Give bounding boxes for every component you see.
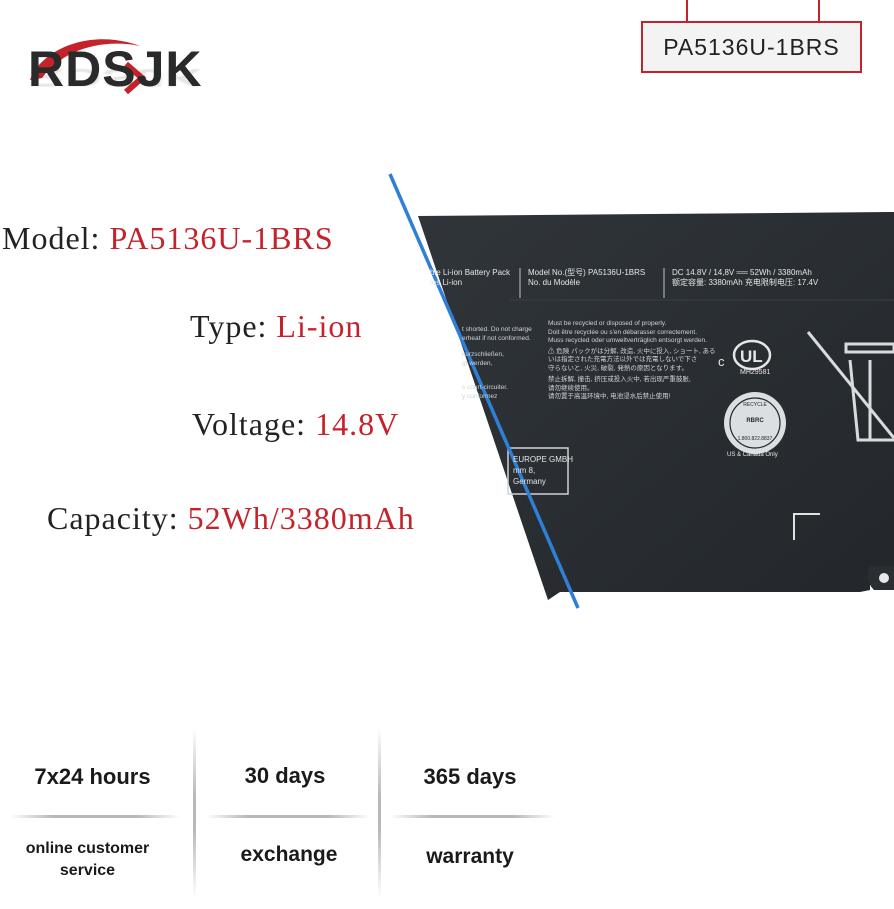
rbrc-top: RECYCLE [743, 402, 767, 408]
pack-text: ble Li-ion Battery Pack [430, 268, 511, 277]
recycle-line: Doit être recyclée ou s'en débarasser co… [548, 328, 698, 336]
service-warranty: 365 days [378, 764, 562, 790]
service-support-line: online customer [25, 840, 150, 857]
crossed-bin-icon [806, 331, 894, 442]
service-hdivider [390, 815, 555, 818]
service-hdivider [206, 815, 370, 818]
model-no-block: Model No.(型号) PA5136U-1BRS No. du Modèle [528, 268, 645, 288]
logo-text: RDSJK [28, 41, 203, 97]
cn-line: 请勿置于高温环境中, 电池浸水后禁止使用! [548, 393, 671, 400]
ul-mark-icon: c UL [718, 339, 772, 371]
spec-voltage-key: Voltage: [192, 406, 316, 442]
logo-swoosh-icon [30, 39, 147, 95]
divider-line [388, 173, 580, 609]
battery-label: ble Li-ion Battery Pack les Li-ion [430, 268, 510, 288]
europe-line: Germany [513, 477, 546, 486]
service-exchange-title: 30 days [244, 763, 326, 788]
pack-text-fr: les Li-ion [430, 278, 463, 287]
recycle-line: Muss recycled oder umweltverträglich ent… [548, 337, 707, 344]
service-exchange: 30 days [190, 763, 380, 789]
spec-type: Type: Li-ion [190, 308, 362, 345]
jp-line: ⚠ 危険 パックがは分解, 改造, 火中に投入, ショート, ある [548, 347, 716, 355]
model-no-fr: No. du Modèle [528, 278, 581, 287]
warning-left: t shorted. Do not charge erheat if not c… [462, 326, 532, 401]
service-support: 7x24 hours [0, 764, 185, 790]
rbrc-seal-icon [724, 392, 786, 454]
model-tag-hanger [686, 0, 820, 22]
jp-line: 守らないと, 火災, 破裂, 発熱の原因となります。 [548, 364, 688, 372]
spec-capacity-key: Capacity: [47, 500, 188, 536]
service-support-line: service [59, 862, 116, 879]
spec-model: Model: PA5136U-1BRS [2, 220, 334, 257]
service-support-desc: online customer service [0, 838, 175, 882]
spec-model-key: Model: [2, 220, 110, 256]
warn-line: kurzschließen, [462, 351, 504, 358]
svg-text:c: c [718, 354, 725, 369]
battery-body [418, 212, 894, 600]
spec-type-key: Type: [190, 308, 277, 344]
mh-number: MH29581 [740, 369, 771, 376]
europe-box: EUROPE GMBH mm 8, Germany [513, 454, 573, 487]
spec-type-value: Li-ion [276, 308, 363, 344]
warn-line: erheat if not conformed. [462, 334, 531, 342]
cn-line: 禁止拆解, 撞击, 挤压或投入火中, 若出现严重鼓胀, [548, 376, 691, 383]
recycle-line: Must be recycled or disposed of properly… [548, 320, 667, 327]
spec-capacity-value: 52Wh/3380mAh [187, 500, 415, 536]
svg-text:UL: UL [740, 347, 763, 366]
warn-line: gt werden, [462, 359, 493, 367]
warn-line: t shorted. Do not charge [462, 326, 532, 333]
recycle-text: Must be recycled or disposed of properly… [548, 320, 716, 402]
dc-rating: DC 14.8V / 14,8V ══ 52Wh / 3380mAh [672, 268, 812, 277]
service-exchange-label: exchange [240, 843, 338, 866]
service-warranty-desc: warranty [378, 845, 562, 869]
warn-line: s court-circuiter. [462, 384, 508, 391]
service-support-title: 7x24 hours [34, 764, 151, 789]
brand-logo: RDSJK RDSJK [22, 28, 262, 118]
warn-line: y conformez [462, 392, 498, 400]
service-warranty-title: 365 days [423, 764, 517, 789]
europe-line: mm 8, [513, 466, 536, 475]
europe-line: EUROPE GMBH [513, 455, 574, 464]
rated-capacity: 额定容量: 3380mAh 充电限制电压: 17.4V [672, 278, 819, 287]
service-warranty-label: warranty [426, 845, 514, 868]
service-divider [378, 728, 381, 898]
rbrc-note: US & Canada Only [727, 452, 778, 458]
spec-capacity: Capacity: 52Wh/3380mAh [47, 500, 415, 537]
service-divider [193, 728, 196, 898]
jp-line: いは指定された充電方法以外では充電しないで下さ [548, 356, 698, 363]
cn-line: 请勿继续使用。 [548, 384, 594, 392]
rbrc-mid: RBRC [746, 418, 764, 424]
spec-model-value: PA5136U-1BRS [109, 220, 334, 256]
rbrc-phone: 1.800.822.8837 [737, 436, 773, 442]
model-tag: PA5136U-1BRS [641, 21, 862, 73]
spec-voltage: Voltage: 14.8V [192, 406, 399, 443]
service-exchange-desc: exchange [194, 843, 384, 867]
rating-block: DC 14.8V / 14,8V ══ 52Wh / 3380mAh 额定容量:… [672, 268, 818, 288]
spec-voltage-value: 14.8V [315, 406, 400, 442]
model-no: Model No.(型号) PA5136U-1BRS [528, 268, 646, 277]
service-hdivider [10, 815, 180, 818]
